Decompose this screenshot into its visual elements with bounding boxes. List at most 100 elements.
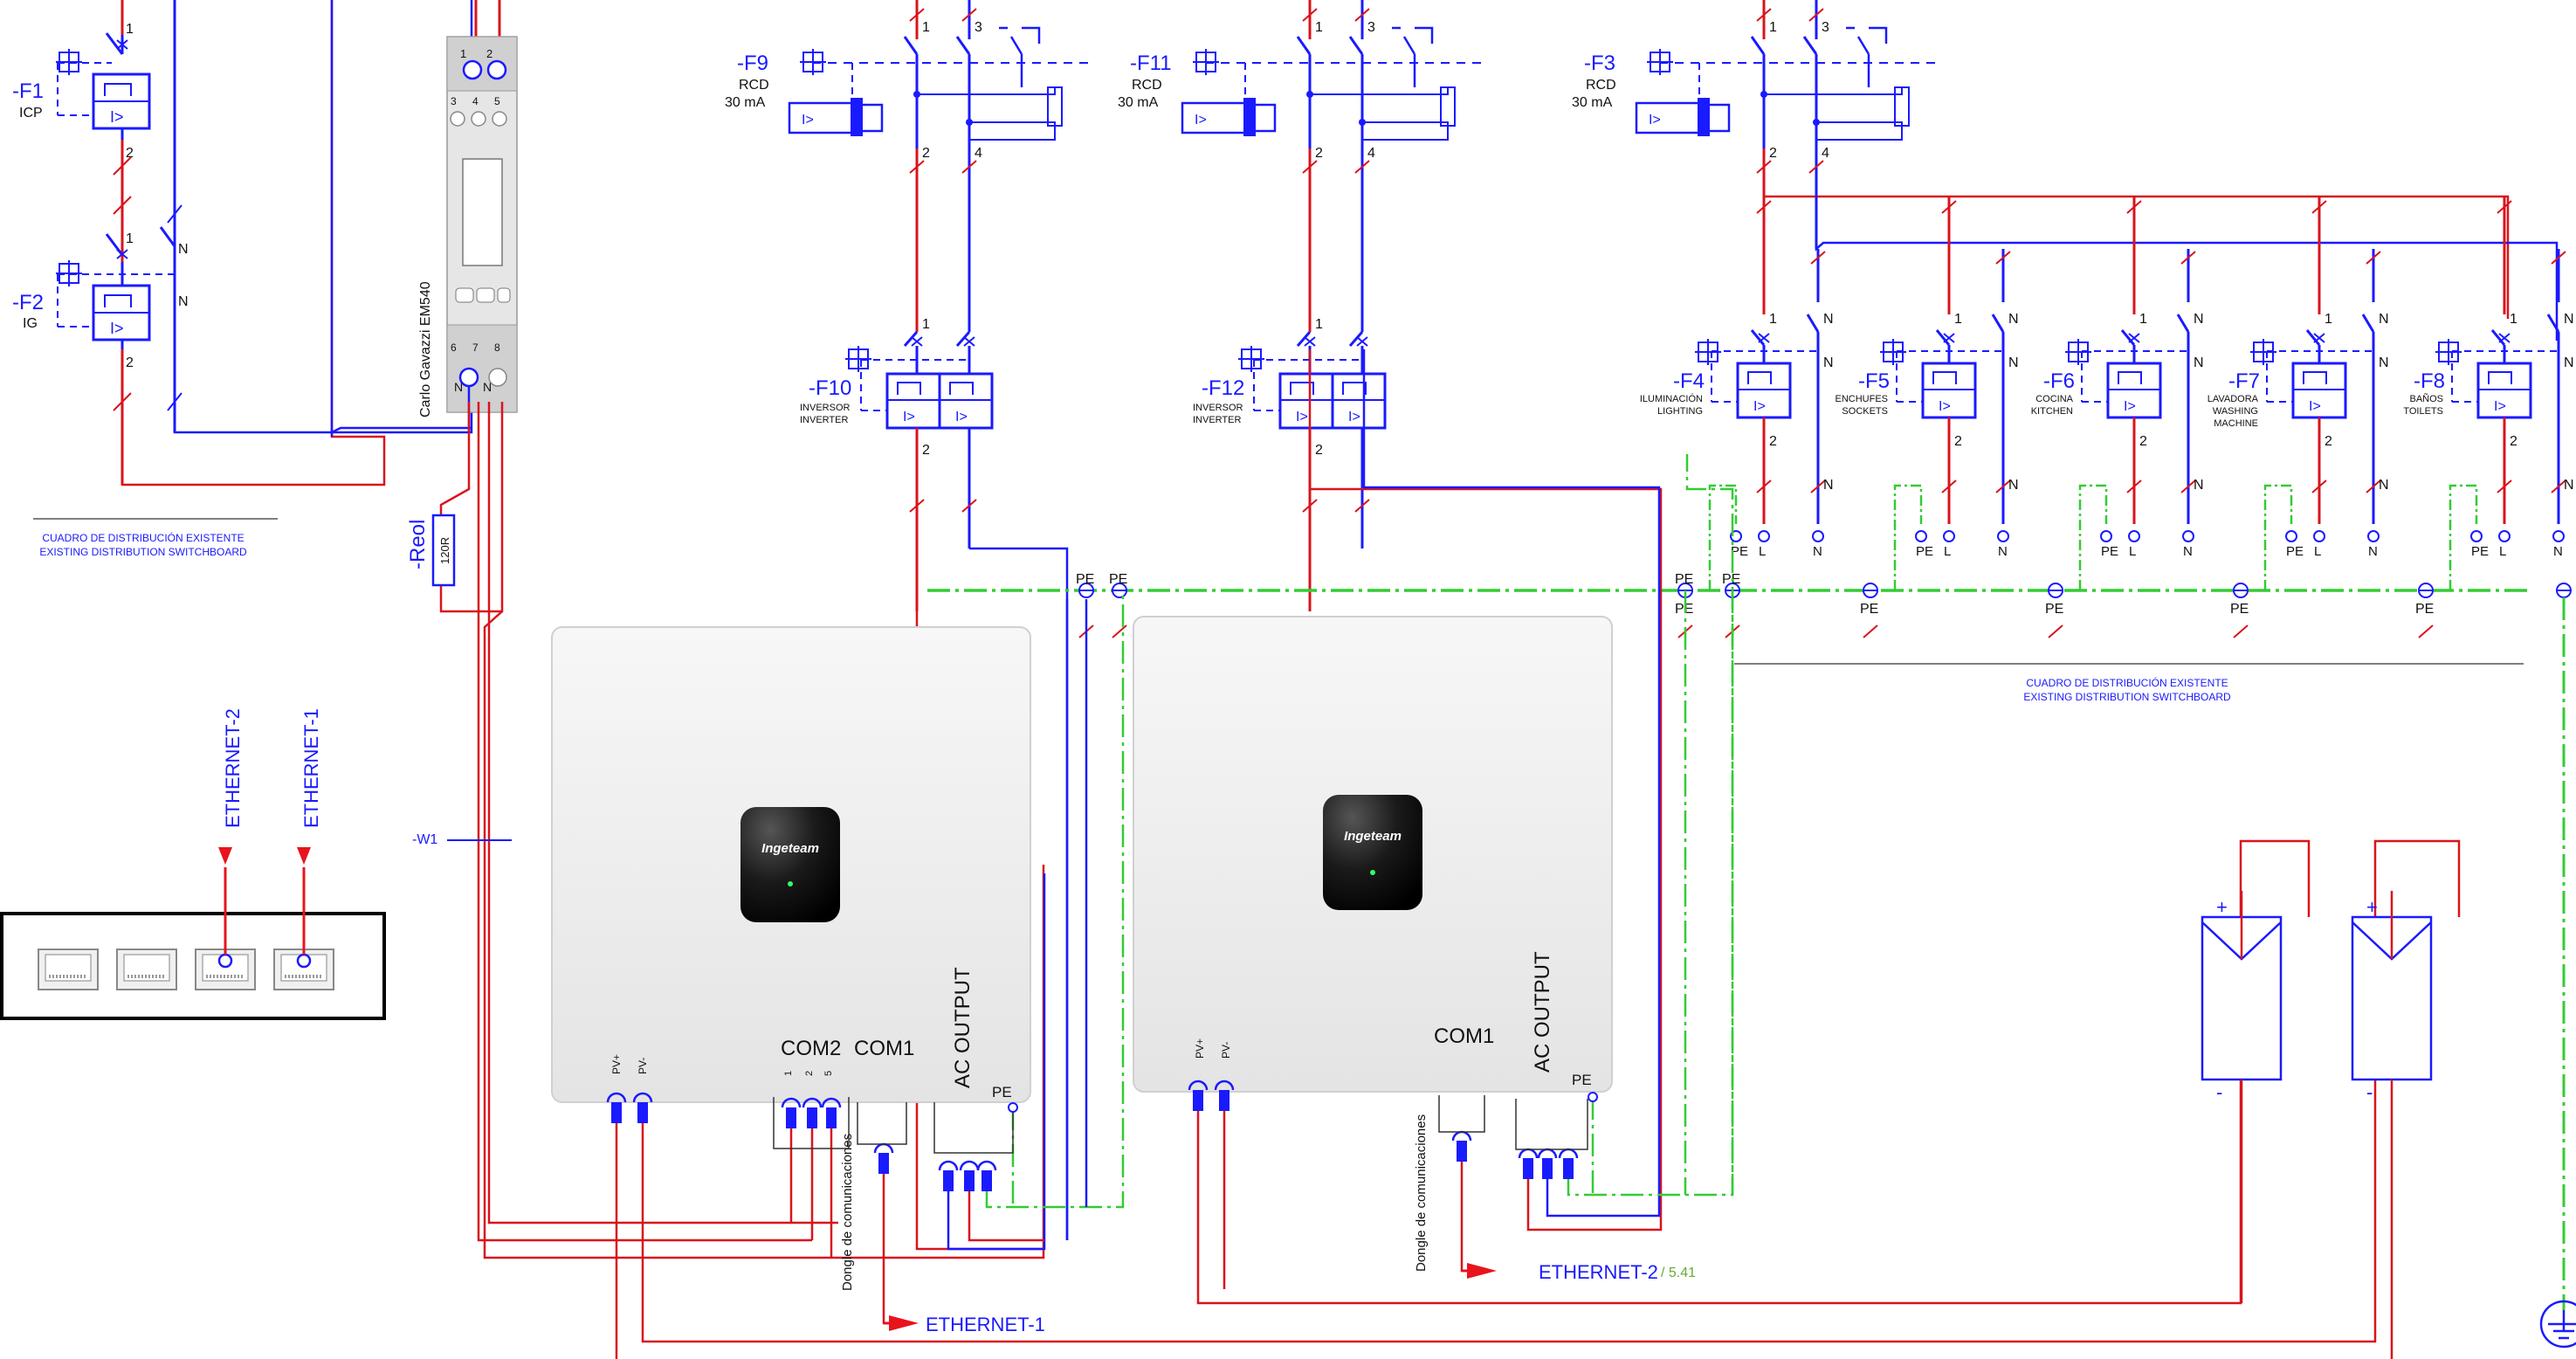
w1-label: -W1 — [412, 832, 437, 847]
switch-ethernet-2: ETHERNET-2 — [222, 708, 244, 828]
svg-text:PE: PE — [1675, 602, 1693, 617]
svg-text:1: 1 — [1315, 20, 1323, 35]
svg-text:I>: I> — [110, 108, 124, 126]
svg-text:30 mA: 30 mA — [725, 95, 766, 110]
svg-text:1: 1 — [1769, 20, 1777, 35]
svg-text:KITCHEN: KITCHEN — [2031, 406, 2073, 417]
svg-text:PE: PE — [1675, 572, 1693, 587]
earth-point: PE — [2415, 583, 2434, 638]
meter-terminal-4: 4 — [472, 95, 479, 107]
svg-text:L: L — [1759, 544, 1766, 559]
reol-value: 120R — [438, 537, 451, 564]
svg-text:I>: I> — [2309, 399, 2321, 414]
connector-outline — [857, 1102, 907, 1145]
svg-text:INVERSOR: INVERSOR — [800, 403, 851, 413]
earth-point: PE — [1722, 572, 1740, 638]
svg-text:WASHING: WASHING — [2213, 406, 2258, 417]
svg-text:N: N — [2008, 355, 2019, 370]
inverter-2-pe: PE — [1572, 1072, 1592, 1088]
svg-text:I>: I> — [1296, 410, 1308, 424]
meter-terminal-6: 6 — [451, 341, 457, 354]
svg-text:2: 2 — [1315, 146, 1323, 161]
inverter-2-dongle: Dongle de comunicaciones — [1414, 1114, 1429, 1272]
svg-text:PE: PE — [1860, 602, 1878, 617]
svg-text:LAVADORA: LAVADORA — [2208, 394, 2259, 404]
meter-terminal-7: 7 — [472, 341, 479, 354]
pe-terminal-1 — [1008, 1102, 1018, 1113]
svg-text:3: 3 — [975, 20, 982, 35]
svg-text:COCINA: COCINA — [2035, 394, 2073, 404]
svg-text:-F10: -F10 — [809, 376, 851, 400]
svg-text:-F6: -F6 — [2043, 369, 2075, 393]
svg-text:1: 1 — [1954, 312, 1962, 327]
svg-text:-F9: -F9 — [737, 52, 768, 75]
cable-connector — [938, 1160, 959, 1191]
f1-name: ICP — [19, 106, 43, 121]
connector-outline — [1438, 1095, 1485, 1133]
earth-point: PE — [2230, 583, 2249, 638]
svg-text:I>: I> — [2494, 399, 2506, 414]
svg-text:3: 3 — [1822, 20, 1829, 35]
svg-text:4: 4 — [975, 146, 982, 161]
rj45-port — [195, 949, 256, 990]
svg-text:I>: I> — [1195, 113, 1207, 128]
cable-connector — [821, 1097, 842, 1128]
cable-connector — [1537, 1148, 1558, 1179]
svg-text:I>: I> — [1753, 399, 1766, 414]
svg-text:I>: I> — [1939, 399, 1951, 414]
cable-connector — [1558, 1148, 1579, 1179]
svg-text:3: 3 — [1367, 20, 1375, 35]
svg-text:N: N — [2553, 544, 2563, 559]
meter-name: Carlo Gavazzi EM540 — [418, 281, 433, 417]
svg-text:L: L — [2499, 544, 2506, 559]
cable-connector — [1214, 1080, 1235, 1111]
svg-text:-F11: -F11 — [1130, 52, 1172, 75]
svg-text:2: 2 — [1769, 146, 1777, 161]
f2-pole-top: 1 — [126, 231, 134, 246]
cable-connector — [1188, 1080, 1209, 1111]
svg-text:2: 2 — [1315, 443, 1323, 458]
svg-text:2: 2 — [2510, 434, 2517, 449]
svg-text:1: 1 — [2139, 312, 2147, 327]
svg-text:ILUMINACIÓN: ILUMINACIÓN — [1640, 393, 1703, 404]
svg-text:30 mA: 30 mA — [1572, 95, 1613, 110]
svg-text:30 mA: 30 mA — [1118, 95, 1159, 110]
inverter-2-ethernet-ref: / 5.41 — [1661, 1266, 1696, 1280]
svg-text:-F8: -F8 — [2414, 369, 2445, 393]
switchboard-note-right-en: EXISTING DISTRIBUTION SWITCHBOARD — [2023, 691, 2231, 703]
svg-text:N: N — [1998, 544, 2008, 559]
switchboard-note-left: CUADRO DE DISTRIBUCIÓN EXISTENTE EXISTIN… — [33, 518, 278, 558]
inverter-1-com1: COM1 — [854, 1037, 914, 1060]
cable-connector — [1451, 1130, 1472, 1162]
svg-text:BAÑOS: BAÑOS — [2409, 393, 2443, 404]
svg-text:N: N — [2194, 355, 2204, 370]
inverter-1-dongle: Dongle de comunicaciones — [840, 1134, 855, 1291]
inverter-1-com2-pin1: 1 — [783, 1071, 794, 1076]
svg-text:N: N — [2008, 478, 2019, 493]
svg-text:PE: PE — [2415, 602, 2434, 617]
svg-text:PE: PE — [2471, 544, 2489, 559]
svg-text:2: 2 — [2325, 434, 2332, 449]
switchboard-note-left-en: EXISTING DISTRIBUTION SWITCHBOARD — [39, 546, 247, 558]
svg-text:1: 1 — [2510, 312, 2517, 327]
svg-text:I>: I> — [955, 410, 968, 424]
svg-text:N: N — [178, 294, 189, 309]
meter-terminal-8: 8 — [494, 341, 500, 354]
meter-n-right: N — [483, 380, 492, 394]
inverter-2-brand: Ingeteam — [1344, 829, 1402, 844]
svg-text:L: L — [2129, 544, 2136, 559]
inverter-connectors — [606, 1080, 1598, 1191]
meter-terminal-3: 3 — [451, 95, 457, 107]
pe-terminal-2 — [1588, 1092, 1598, 1102]
svg-text:ENCHUFES: ENCHUFES — [1835, 394, 1888, 404]
svg-text:N: N — [2564, 355, 2574, 370]
cable-connector — [1518, 1148, 1539, 1179]
svg-text:I>: I> — [903, 410, 915, 424]
svg-text:L: L — [2314, 544, 2321, 559]
